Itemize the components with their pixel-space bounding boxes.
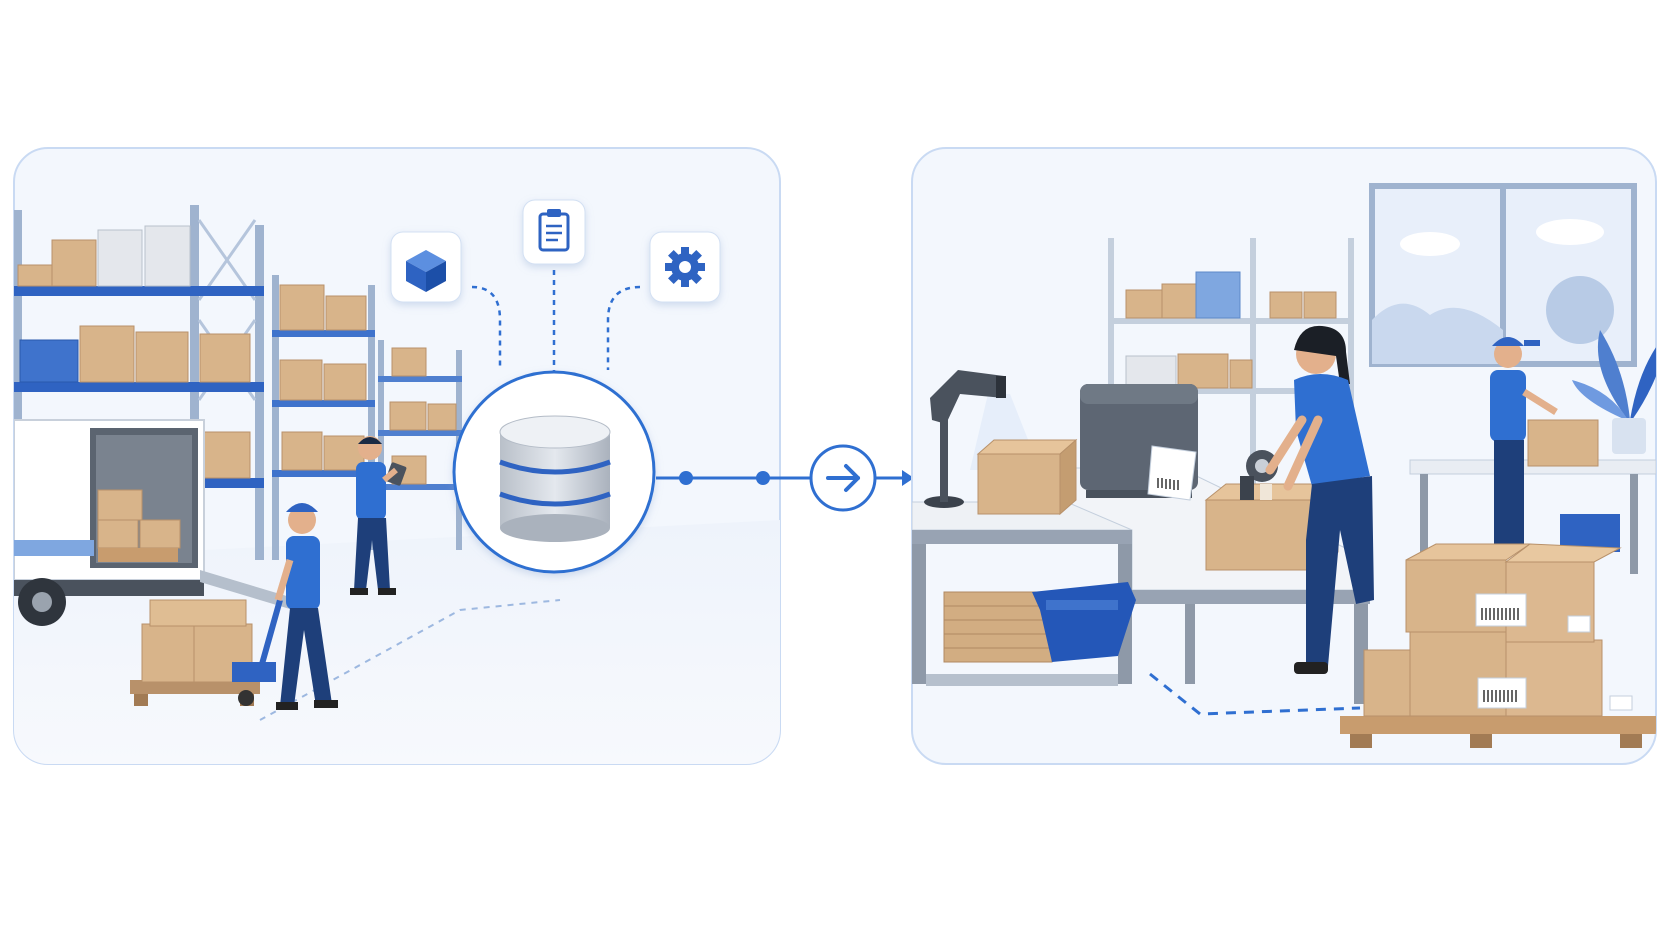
database-node	[454, 372, 654, 572]
right-panel-packing	[912, 148, 1670, 764]
flattened-cardboard	[944, 592, 1052, 662]
gear-icon	[665, 247, 705, 287]
window	[1372, 186, 1634, 364]
left-panel-warehouse	[14, 148, 780, 764]
database-icon	[500, 416, 610, 542]
box-on-table	[978, 440, 1076, 514]
settings-icon-card[interactable]	[650, 232, 720, 302]
orders-icon-card[interactable]	[523, 200, 585, 264]
inventory-icon-card[interactable]	[391, 232, 461, 302]
label-printer	[1080, 384, 1198, 500]
shipping-label	[1478, 678, 1526, 708]
